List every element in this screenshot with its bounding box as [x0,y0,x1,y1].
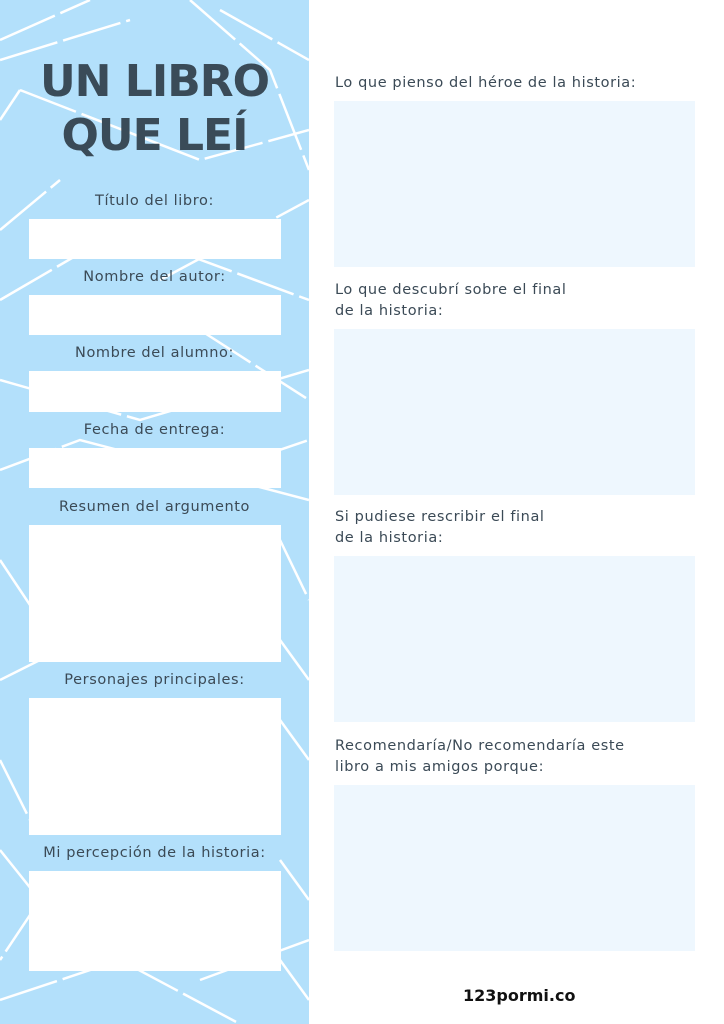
characters-field[interactable] [29,698,281,835]
ending-field[interactable] [334,329,695,495]
left-panel: UN LIBRO QUE LEÍ Título del libro: Nombr… [0,0,309,1024]
title-line-2: QUE LEÍ [61,110,249,161]
rewrite-field[interactable] [334,556,695,722]
book-title-field[interactable] [29,219,281,259]
date-field[interactable] [29,448,281,488]
label-rewrite-line2: de la historia: [335,530,444,546]
label-rewrite: Si pudiese rescribir el final de la histo… [335,507,545,549]
label-characters: Personajes principales: [64,672,245,688]
label-recommend-line1: Recomendaría/No recomendaría este [335,738,625,754]
label-ending-line2: de la historia: [335,303,444,319]
label-perception: Mi percepción de la historia: [43,845,266,861]
perception-field[interactable] [29,871,281,971]
label-student: Nombre del alumno: [75,345,234,361]
label-ending: Lo que descubrí sobre el final de la hist… [335,280,566,322]
footer-site: 123pormi.co [463,986,576,1005]
label-recommend-line2: libro a mis amigos porque: [335,759,545,775]
label-hero-text: Lo que pienso del héroe de la historia: [335,75,637,91]
recommend-field[interactable] [334,785,695,951]
summary-field[interactable] [29,525,281,662]
label-date: Fecha de entrega: [83,422,226,438]
title-line-1: UN LIBRO [39,56,270,107]
label-book-title: Título del libro: [95,193,214,209]
label-ending-line1: Lo que descubrí sobre el final [335,282,567,298]
student-field[interactable] [29,371,281,412]
label-rewrite-line1: Si pudiese rescribir el final [335,509,545,525]
label-hero: Lo que pienso del héroe de la historia: [335,73,636,94]
label-summary: Resumen del argumento [58,499,251,515]
label-author: Nombre del autor: [83,269,226,285]
hero-field[interactable] [334,101,695,267]
author-field[interactable] [29,295,281,335]
label-recommend: Recomendaría/No recomendaría este libro a… [335,736,625,778]
